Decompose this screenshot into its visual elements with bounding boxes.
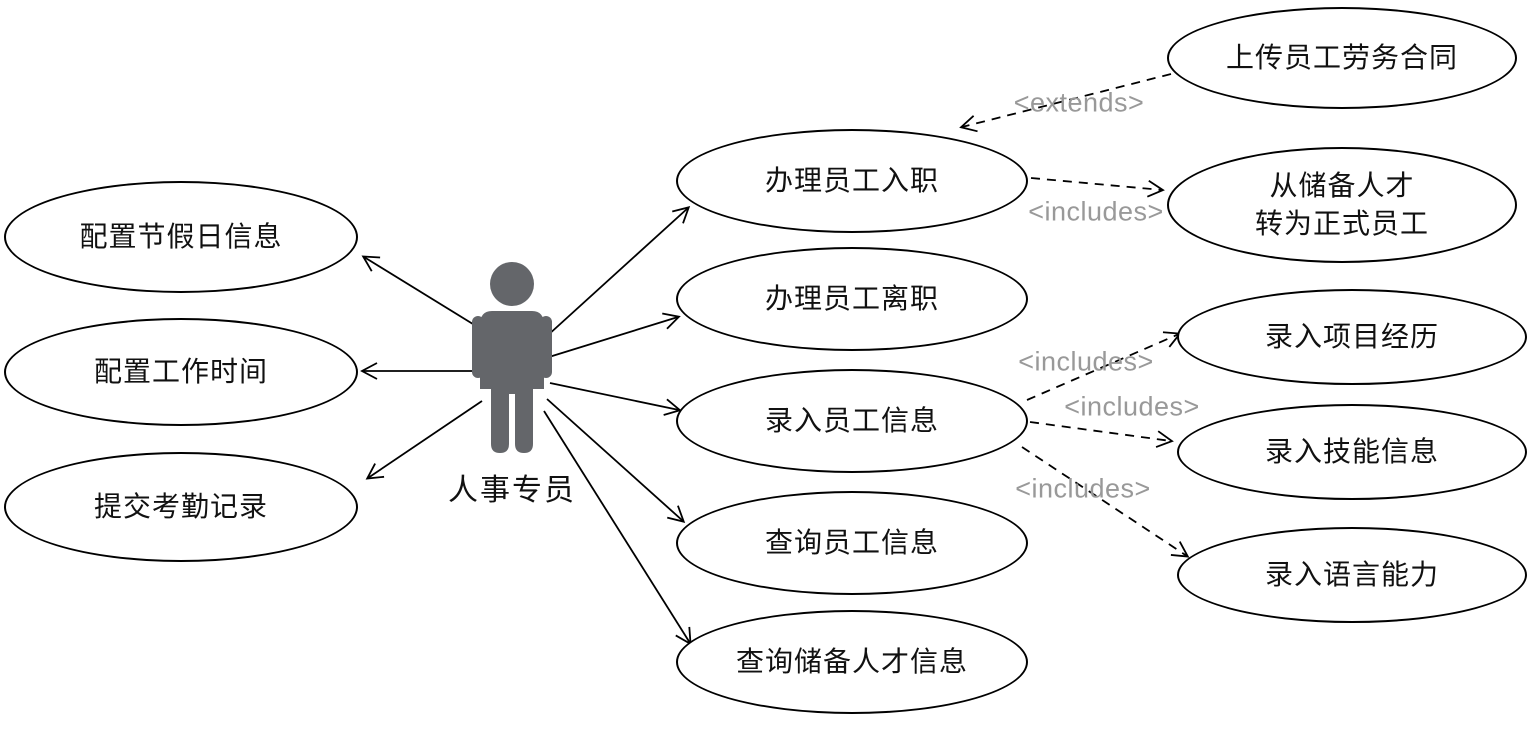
usecase-label: 配置工作时间 xyxy=(93,356,268,388)
includes-label-skill-info: <includes> xyxy=(1064,391,1200,422)
usecase-label: 录入项目经历 xyxy=(1264,321,1439,353)
assoc-line-actor-query-employee-info xyxy=(546,398,686,523)
include-line-enter-info-to-skill-info xyxy=(1029,421,1174,448)
usecase-configure-work-time: 配置工作时间 xyxy=(4,318,358,426)
include-line-enter-info-to-project-experience xyxy=(1026,331,1182,401)
actor-person-icon xyxy=(472,262,552,453)
usecase-submit-attendance-record: 提交考勤记录 xyxy=(4,452,358,562)
extends-label: <extends> xyxy=(1013,87,1145,118)
usecase-enter-employee-info: 录入员工信息 xyxy=(676,369,1028,473)
usecase-label: 录入员工信息 xyxy=(764,405,939,437)
usecase-label: 录入技能信息 xyxy=(1264,436,1439,468)
usecase-query-reserve-talent-info: 查询储备人才信息 xyxy=(676,610,1028,714)
usecase-label: 上传员工劳务合同 xyxy=(1225,42,1458,74)
usecase-label: 配置节假日信息 xyxy=(79,221,283,253)
usecase-convert-reserve-to-formal: 从储备人才 转为正式员工 xyxy=(1167,147,1517,263)
usecase-upload-labor-contract: 上传员工劳务合同 xyxy=(1167,7,1517,109)
usecase-configure-holiday-info: 配置节假日信息 xyxy=(4,181,358,293)
usecase-label: 从储备人才 转为正式员工 xyxy=(1254,170,1429,239)
assoc-line-actor-handle-offboarding xyxy=(548,312,681,358)
usecase-enter-project-experience: 录入项目经历 xyxy=(1177,289,1527,385)
usecase-label: 录入语言能力 xyxy=(1264,559,1439,591)
extend-line-upload-contract-to-onboarding xyxy=(959,73,1172,133)
usecase-enter-skill-info: 录入技能信息 xyxy=(1177,404,1527,500)
usecase-label: 办理员工离职 xyxy=(764,283,939,315)
includes-label-convert-reserve: <includes> xyxy=(1028,196,1164,227)
assoc-line-actor-submit-attendance-record xyxy=(365,400,483,480)
assoc-line-actor-query-reserve-talent-info xyxy=(543,410,692,646)
usecase-handle-employee-onboarding: 办理员工入职 xyxy=(676,129,1028,233)
include-line-enter-info-to-language-ability xyxy=(1021,446,1190,558)
includes-label-language-ability: <includes> xyxy=(1015,473,1151,504)
usecase-label: 提交考勤记录 xyxy=(93,491,268,523)
usecase-enter-language-ability: 录入语言能力 xyxy=(1177,527,1527,623)
usecase-label: 查询储备人才信息 xyxy=(735,646,968,678)
actor-name-label: 人事专员 xyxy=(448,474,576,507)
usecase-label: 查询员工信息 xyxy=(764,527,939,559)
assoc-line-actor-enter-employee-info xyxy=(549,382,682,416)
usecase-handle-employee-offboarding: 办理员工离职 xyxy=(676,247,1028,351)
assoc-line-actor-configure-holiday-info xyxy=(361,255,482,330)
usecase-query-employee-info: 查询员工信息 xyxy=(676,491,1028,595)
include-line-onboarding-to-convert-reserve xyxy=(1030,177,1165,198)
usecase-label: 办理员工入职 xyxy=(764,165,939,197)
includes-label-project-experience: <includes> xyxy=(1018,346,1154,377)
assoc-line-actor-handle-onboarding xyxy=(546,206,691,337)
